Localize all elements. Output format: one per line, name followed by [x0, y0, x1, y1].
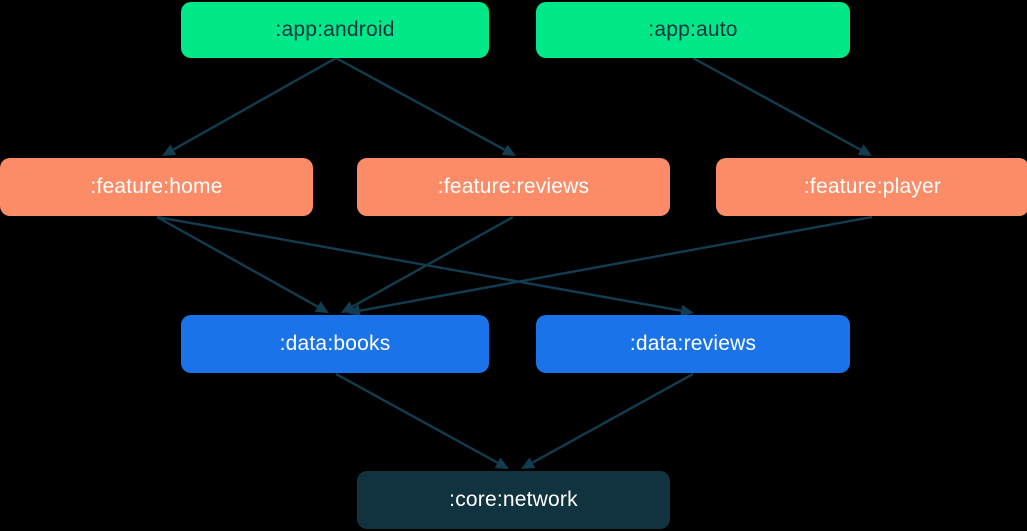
- edge-app-android-to-feature-reviews: [335, 56, 506, 151]
- arrowhead-data-reviews-to-core-network: [521, 457, 536, 469]
- graph-node-core-network[interactable]: :core:network: [357, 471, 670, 529]
- graph-node-label: :feature:player: [803, 175, 942, 199]
- graph-node-app-auto[interactable]: :app:auto: [536, 2, 850, 58]
- edge-data-reviews-to-core-network: [531, 372, 694, 464]
- arrowhead-app-android-to-feature-home: [162, 144, 177, 156]
- edge-data-books-to-core-network: [335, 372, 499, 464]
- graph-node-app-android[interactable]: :app:android: [181, 2, 489, 58]
- graph-node-label: :app:auto: [648, 18, 738, 42]
- edge-app-android-to-feature-home: [172, 56, 337, 151]
- graph-node-label: :feature:home: [90, 175, 223, 199]
- arrowhead-app-auto-to-feature-player: [857, 144, 872, 156]
- graph-node-label: :core:network: [449, 488, 578, 512]
- edge-feature-reviews-to-data-books: [351, 215, 514, 308]
- arrowhead-app-android-to-feature-reviews: [501, 144, 516, 156]
- edge-feature-home-to-data-books: [156, 215, 319, 308]
- graph-node-feature-reviews[interactable]: :feature:reviews: [357, 158, 670, 216]
- graph-node-data-books[interactable]: :data:books: [181, 315, 489, 373]
- graph-node-label: :data:reviews: [629, 332, 757, 356]
- graph-node-feature-player[interactable]: :feature:player: [716, 158, 1027, 216]
- arrowhead-data-books-to-core-network: [494, 457, 509, 469]
- edge-feature-home-to-data-reviews: [156, 215, 682, 312]
- graph-node-label: :data:books: [279, 332, 391, 356]
- arrowhead-feature-home-to-data-books: [314, 301, 329, 313]
- graph-node-feature-home[interactable]: :feature:home: [0, 158, 313, 216]
- arrowhead-feature-reviews-to-data-books: [341, 301, 356, 313]
- graph-node-label: :feature:reviews: [437, 175, 590, 199]
- edge-feature-player-to-data-books: [359, 215, 873, 312]
- graph-node-label: :app:android: [275, 18, 395, 42]
- edge-app-auto-to-feature-player: [692, 56, 862, 151]
- graph-node-data-reviews[interactable]: :data:reviews: [536, 315, 850, 373]
